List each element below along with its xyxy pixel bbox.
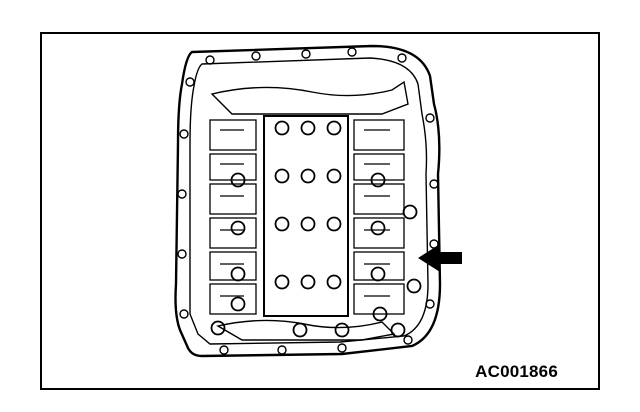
illustration-frame: AC001866 — [40, 32, 600, 390]
flange-bolt-holes — [177, 47, 439, 355]
valve-body-bolts — [210, 120, 422, 338]
oil-pan-inner-edge — [189, 57, 429, 345]
wire-harness-top — [210, 80, 409, 115]
left-component-stack — [209, 119, 257, 315]
valve-body-plate — [263, 115, 349, 317]
valve-body-illustration — [174, 44, 462, 358]
wire-harness-bottom — [216, 319, 396, 341]
right-component-stack — [353, 119, 405, 315]
oil-pan-flange — [174, 44, 442, 358]
figure-id-label: AC001866 — [475, 362, 558, 381]
arrow-left-icon — [418, 244, 462, 272]
